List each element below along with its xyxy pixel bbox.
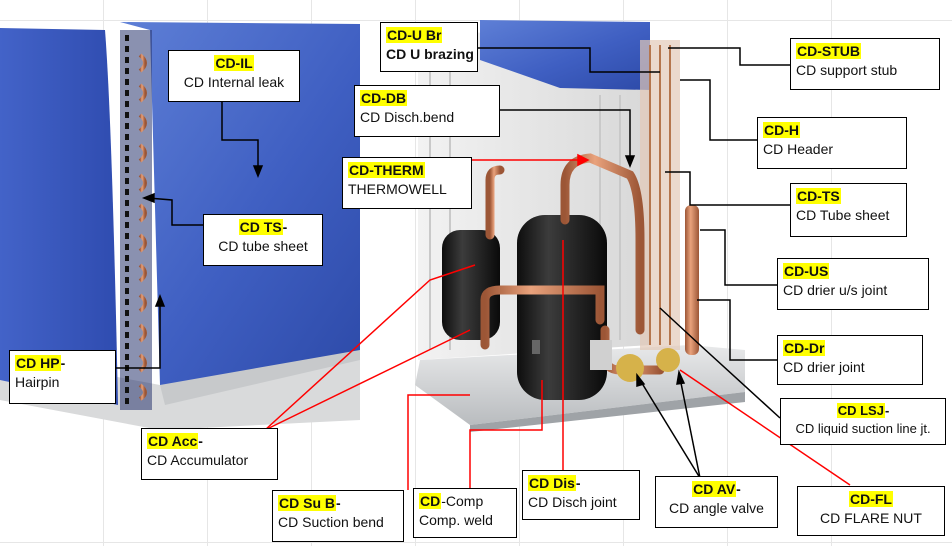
- callout-code: CD-Dr: [783, 340, 826, 356]
- gridline: [0, 20, 952, 21]
- gridline: [415, 0, 416, 546]
- callout-cd-lsj: CD LSJ- CD liquid suction line jt.: [780, 398, 946, 445]
- callout-code: CD Acc: [147, 433, 199, 449]
- callout-cd-su-b: CD Su B- CD Suction bend: [272, 490, 404, 542]
- leader-lines-red: [264, 153, 851, 490]
- callout-cd-comp: CD-Comp Comp. weld: [413, 488, 517, 538]
- callout-cd-stub: CD-STUB CD support stub: [790, 38, 940, 90]
- callout-suffix: -: [336, 495, 341, 511]
- leader-lines-black: [116, 47, 790, 479]
- callout-cd-dr: CD-Dr CD drier joint: [777, 335, 923, 385]
- callout-code: CD LSJ: [836, 403, 885, 418]
- callout-cd-therm: CD-THERM THERMOWELL: [342, 157, 472, 209]
- callout-suffix: -: [736, 481, 741, 497]
- callout-desc: CD U brazing: [386, 46, 474, 62]
- callout-code: CD HP: [15, 355, 61, 371]
- callout-code: CD-US: [783, 263, 830, 279]
- callout-suffix: -: [60, 355, 66, 371]
- callout-code: CD-STUB: [796, 43, 861, 59]
- callout-desc: CD Header: [763, 141, 834, 157]
- callout-cd-hp: CD HP- Hairpin: [9, 350, 116, 404]
- callout-code: CD-U Br: [386, 27, 443, 43]
- callout-cd-h: CD-H CD Header: [757, 117, 907, 169]
- callout-desc: CD drier u/s joint: [783, 282, 888, 298]
- callout-cd-acc: CD Acc- CD Accumulator: [141, 428, 278, 480]
- callout-cd-db: CD-DB CD Disch.bend: [354, 85, 500, 137]
- callout-desc: CD Internal leak: [183, 74, 285, 90]
- callout-desc: THERMOWELL: [348, 181, 447, 197]
- callout-cd-ts: CD-TS CD Tube sheet: [790, 183, 907, 237]
- callout-code: CD-FL: [849, 491, 893, 507]
- callout-desc: CD Disch joint: [528, 494, 617, 510]
- right-unit-image: [415, 20, 745, 432]
- callout-code: CD-TS: [796, 188, 841, 204]
- callout-suffix: -: [884, 403, 890, 418]
- gridline: [727, 0, 728, 546]
- callout-code: CD-DB: [360, 90, 408, 106]
- callout-desc: CD Disch.bend: [360, 109, 455, 125]
- callout-desc: CD Tube sheet: [796, 207, 890, 223]
- callout-code: CD-THERM: [348, 162, 425, 178]
- callout-desc: Comp. weld: [419, 512, 493, 528]
- callout-cd-u-br: CD-U Br CD U brazing: [380, 22, 478, 72]
- callout-code: CD Su B: [278, 495, 336, 511]
- callout-desc: CD Suction bend: [278, 514, 384, 530]
- callout-suffix: -: [575, 475, 581, 491]
- callout-cd-av: CD AV- CD angle valve: [655, 476, 778, 528]
- callout-desc: CD support stub: [796, 62, 898, 78]
- callout-desc: CD Accumulator: [147, 452, 249, 468]
- gridline: [0, 542, 952, 543]
- left-cutaway-image: [0, 22, 360, 430]
- callout-cd-fl: CD-FL CD FLARE NUT: [797, 486, 945, 536]
- callout-suffix: -: [282, 219, 288, 235]
- callout-desc: CD FLARE NUT: [820, 510, 922, 526]
- callout-code: CD TS: [238, 219, 283, 235]
- callout-suffix: -Comp: [441, 493, 484, 509]
- callout-desc: CD angle valve: [669, 500, 764, 516]
- callout-desc: CD tube sheet: [218, 238, 308, 254]
- callout-code: CD-H: [763, 122, 800, 138]
- callout-code: CD-IL: [214, 55, 254, 71]
- callout-desc: CD drier joint: [783, 359, 865, 375]
- callout-desc: CD liquid suction line jt.: [795, 421, 931, 436]
- callout-code: CD AV: [692, 481, 737, 497]
- callout-cd-us: CD-US CD drier u/s joint: [777, 258, 929, 310]
- callout-suffix: -: [198, 433, 203, 449]
- callout-code: CD Dis: [528, 475, 576, 491]
- callout-cd-ts-left: CD TS- CD tube sheet: [203, 214, 323, 266]
- callout-code: CD: [419, 493, 442, 509]
- callout-cd-il: CD-IL CD Internal leak: [168, 50, 300, 102]
- callout-desc: Hairpin: [15, 374, 60, 390]
- callout-cd-dis: CD Dis- CD Disch joint: [522, 470, 640, 520]
